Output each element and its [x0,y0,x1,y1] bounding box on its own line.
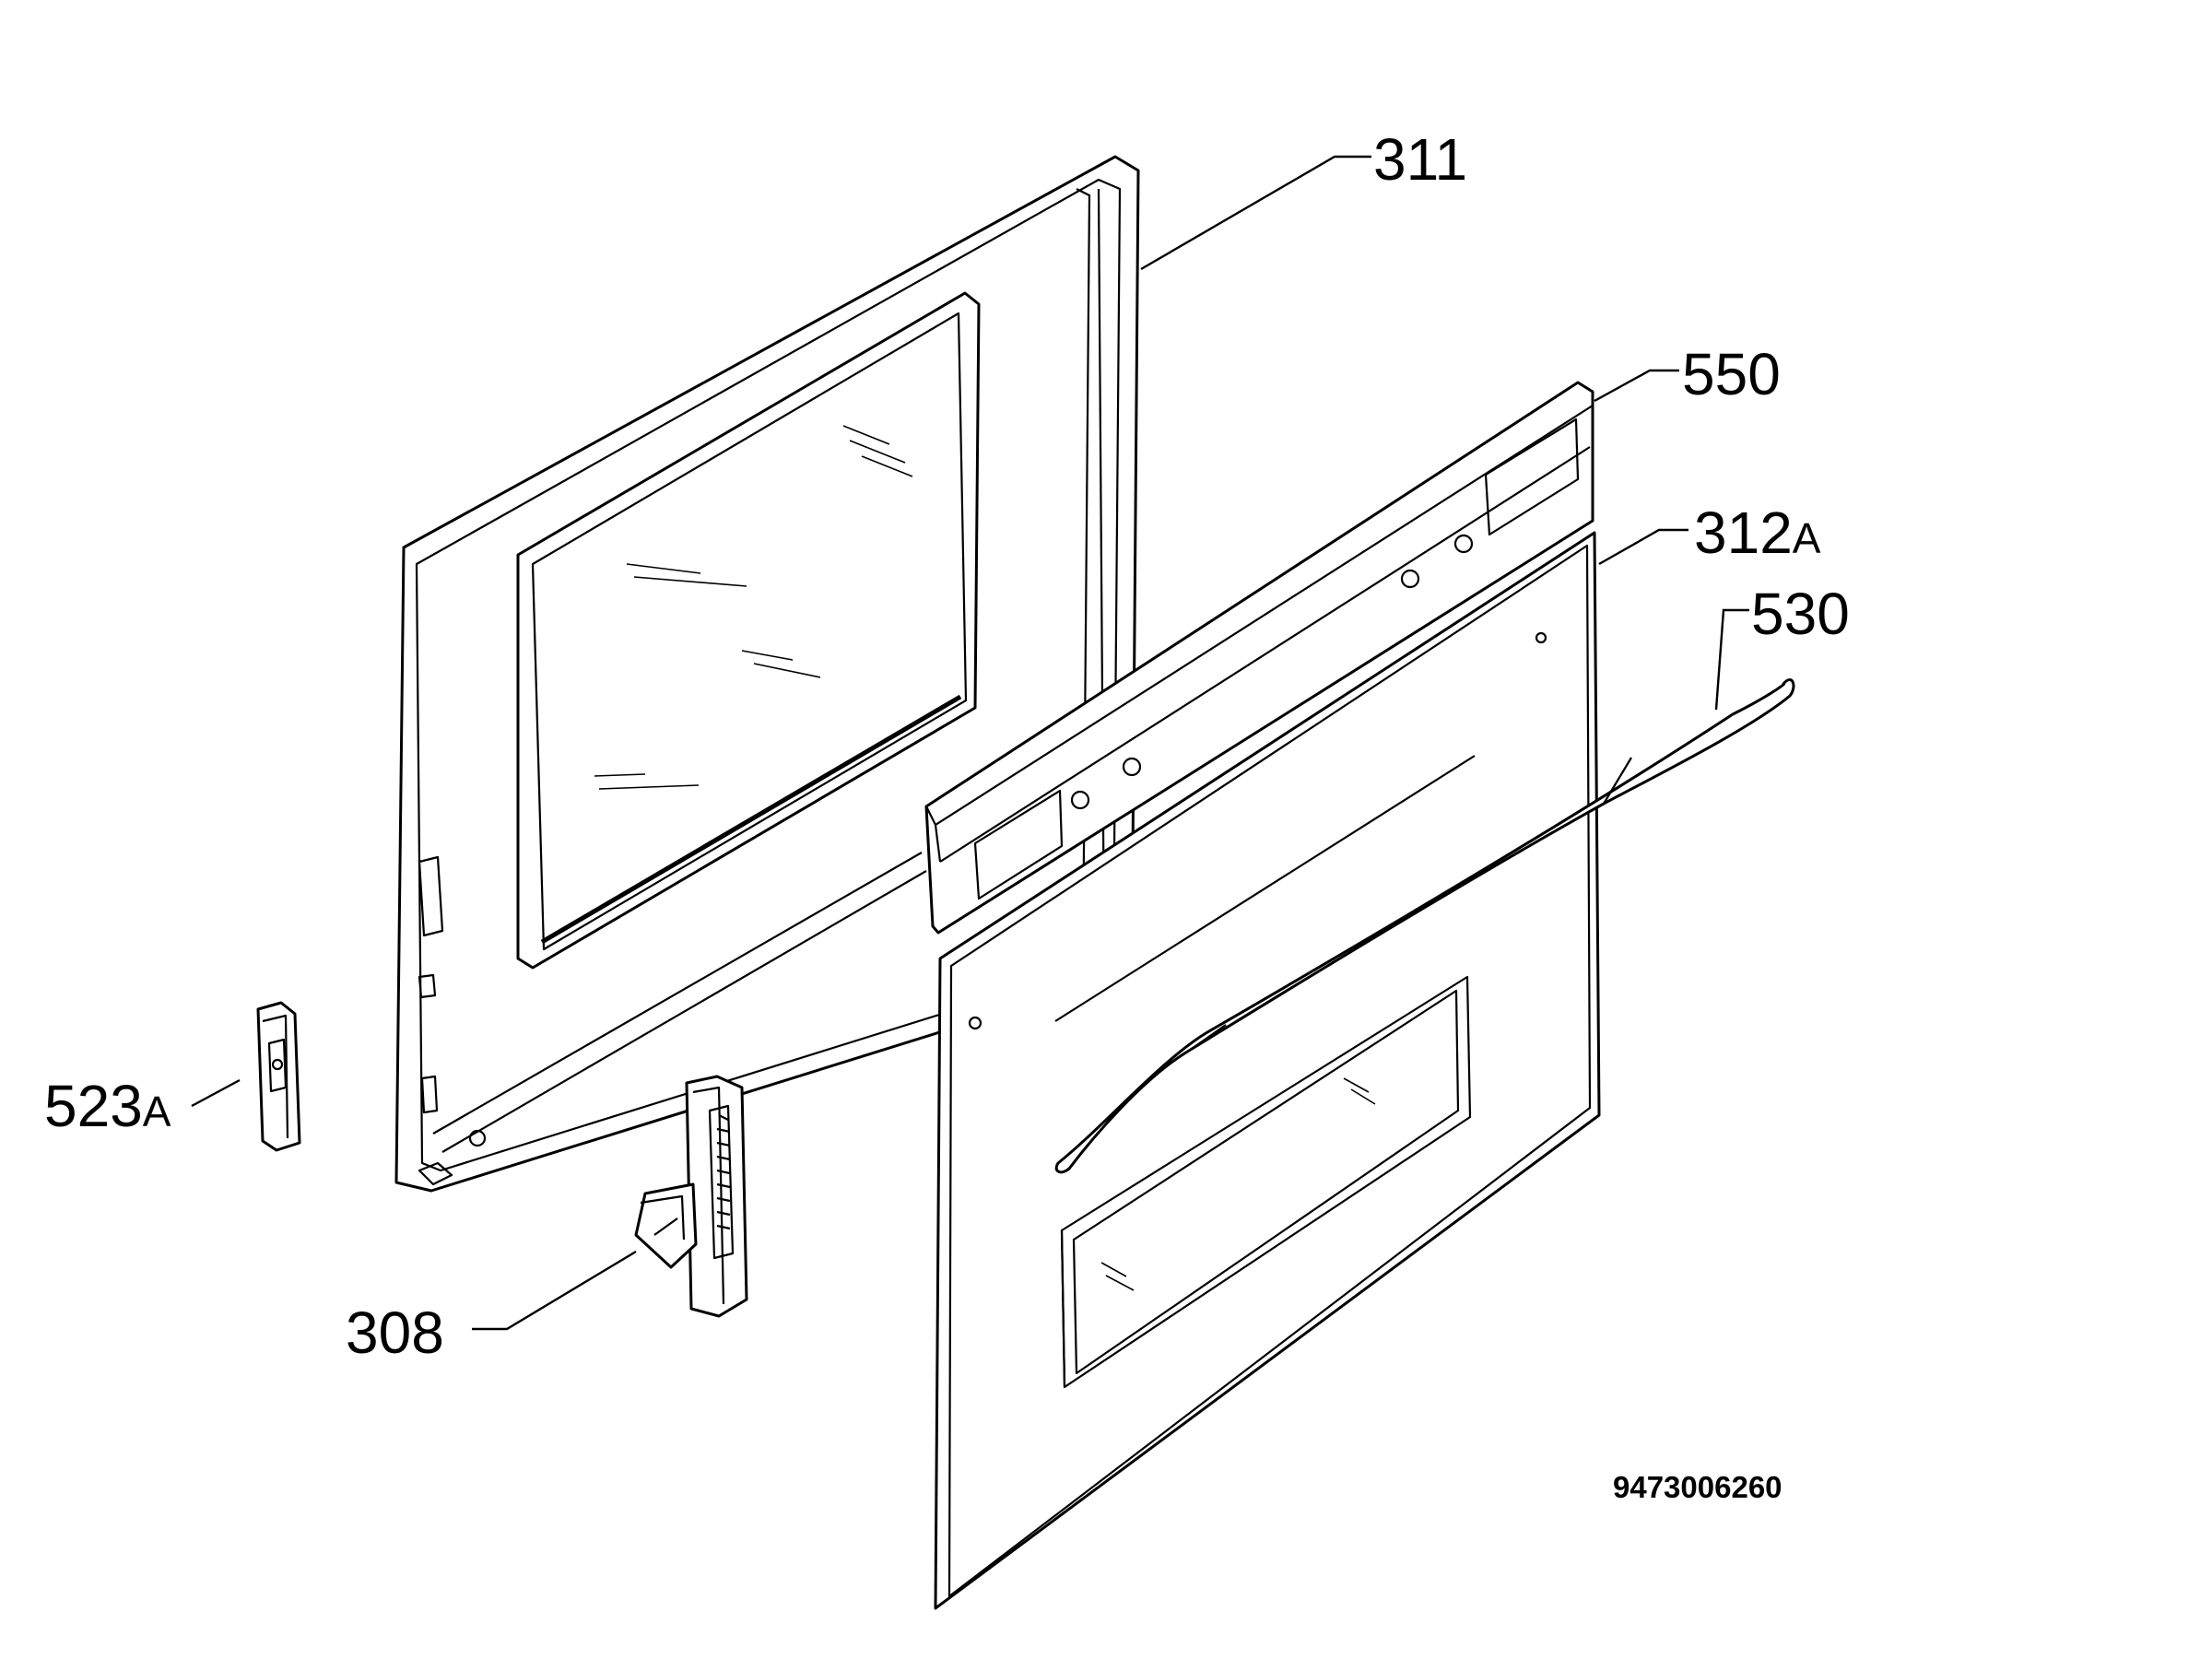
outer-door-glass [934,531,1601,1610]
leader-550 [1594,369,1679,403]
callout-308: 308 [346,1300,444,1366]
callout-523a: 523A [44,1073,171,1139]
leader-308 [472,1250,637,1331]
callout-311: 311 [1373,126,1467,193]
leader-523a [191,1078,241,1108]
callout-550: 550 [1682,341,1781,407]
door-catch [256,1001,301,1152]
callout-530: 530 [1751,581,1850,647]
document-number: 9473006260 [1613,1470,1783,1504]
leader-311 [1140,155,1371,271]
leader-530 [1714,608,1749,711]
leader-lines [191,155,1749,1331]
door-handle [1054,678,1795,1174]
door-hinge [634,1075,748,1318]
leader-312a [1598,528,1688,566]
top-trim-profile [924,381,1594,935]
callout-312a: 312A [1694,500,1821,566]
